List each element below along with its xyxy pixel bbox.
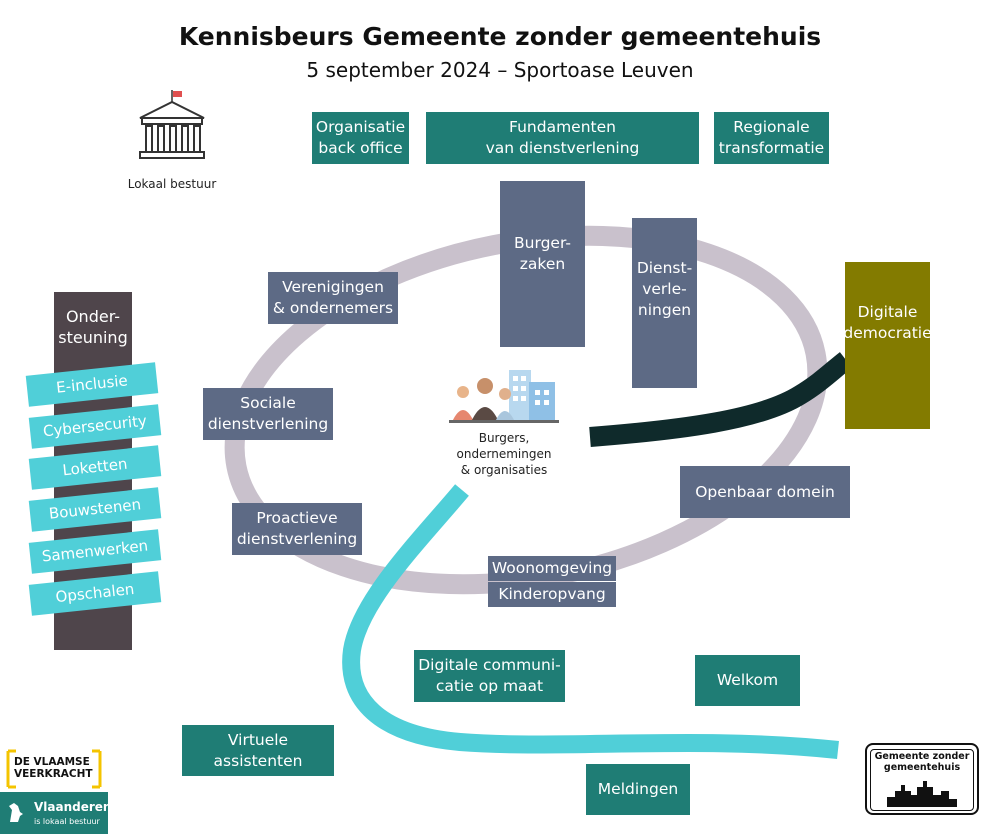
box-digitale-communicatie[interactable]: Digitale communi- catie op maat: [414, 650, 565, 702]
vlaanderen-subtext: is lokaal bestuur: [34, 817, 100, 826]
vlaanderen-text: Vlaanderen: [34, 800, 112, 814]
people-and-buildings-icon: [449, 366, 559, 424]
page-subtitle: 5 september 2024 – Sportoase Leuven: [306, 58, 694, 82]
box-meldingen[interactable]: Meldingen: [586, 764, 690, 815]
box-regionale-transformatie[interactable]: Regionale transformatie: [714, 112, 829, 164]
cyan-river: [342, 484, 839, 759]
vlaamse-veerkracht-text: DE VLAAMSE VEERKRACHT: [14, 756, 93, 780]
town-silhouette-icon: [887, 777, 957, 807]
box-verenigingen-ondernemers[interactable]: Verenigingen & ondernemers: [268, 272, 398, 324]
box-sociale-dienstverlening[interactable]: Sociale dienstverlening: [203, 388, 333, 440]
lion-icon: [6, 800, 26, 824]
gzg-logo-text: Gemeente zonder gemeentehuis: [874, 751, 970, 773]
gemeente-zonder-gemeentehuis-logo: Gemeente zonder gemeentehuis: [865, 743, 979, 815]
box-openbaar-domein[interactable]: Openbaar domein: [680, 466, 850, 518]
box-woonomgeving[interactable]: Woonomgeving: [488, 556, 616, 581]
box-dienstverleningen[interactable]: Dienst- verle- ningen: [632, 218, 697, 388]
vlaamse-veerkracht-logo: DE VLAAMSE VEERKRACHT: [6, 749, 102, 789]
box-virtuele-assistenten[interactable]: Virtuele assistenten: [182, 725, 334, 776]
box-digitale-democratie[interactable]: Digitale democratie: [843, 262, 932, 429]
government-building-icon: [136, 88, 208, 164]
dark-stream: [589, 352, 853, 447]
lokaal-bestuur-label: Lokaal bestuur: [127, 177, 217, 191]
box-welkom[interactable]: Welkom: [695, 655, 800, 706]
box-burgerzaken[interactable]: Burger- zaken: [500, 181, 585, 347]
box-proactieve-dienstverlening[interactable]: Proactieve dienstverlening: [232, 503, 362, 555]
box-organisatie-back-office[interactable]: Organisatie back office: [312, 112, 409, 164]
page-title: Kennisbeurs Gemeente zonder gemeentehuis: [178, 22, 822, 51]
vlaanderen-logo: Vlaanderen is lokaal bestuur: [0, 792, 112, 834]
box-fundamenten-dienstverlening[interactable]: Fundamenten van dienstverlening: [426, 112, 699, 164]
center-label: Burgers, ondernemingen & organisaties: [456, 431, 552, 477]
box-kinderopvang[interactable]: Kinderopvang: [488, 582, 616, 607]
